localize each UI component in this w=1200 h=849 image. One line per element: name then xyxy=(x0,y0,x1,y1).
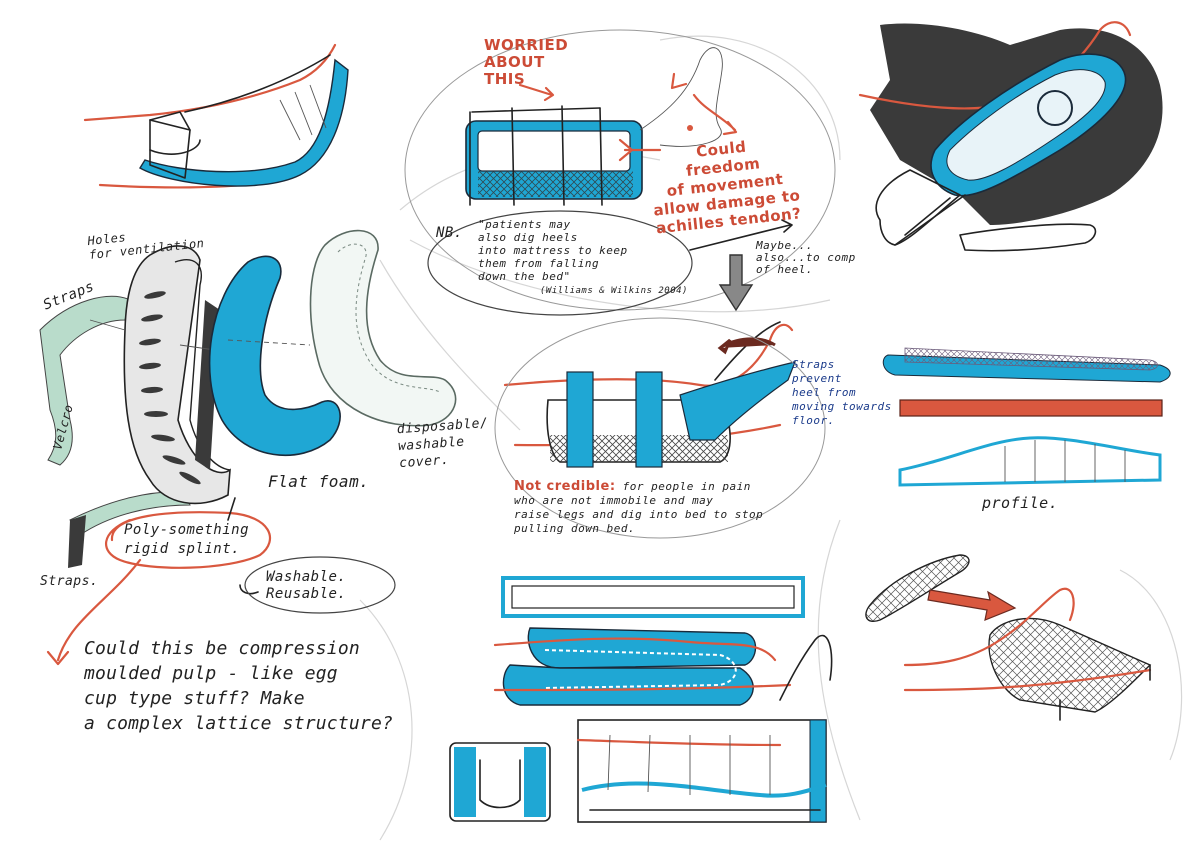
note-achilles-freedom: Could freedom of movement allow damage t… xyxy=(652,137,803,238)
splint-label-loop xyxy=(46,497,396,666)
strapped-leg-sketch xyxy=(494,317,826,539)
note-nb-label: NB. xyxy=(436,225,463,241)
note-straps-bottom: Straps. xyxy=(40,574,99,589)
nb-quote-bubble xyxy=(427,210,793,316)
lattice-mat-sketch xyxy=(865,554,1152,721)
note-compression-moulded: Could this be compression moulded pulp -… xyxy=(84,638,394,734)
note-straps-prevent: Straps prevent heel from moving towards … xyxy=(792,358,892,427)
foot-on-pad-sketch xyxy=(83,43,349,189)
shadowed-pad-sketch xyxy=(858,21,1163,252)
note-flat-foam: Flat foam. xyxy=(268,472,370,491)
note-not-credible: Not credible: for people in pain who are… xyxy=(514,480,914,536)
note-nb-citation: (Williams & Wilkins 2004) xyxy=(540,286,688,296)
rigid-splint-sketch xyxy=(39,245,231,568)
note-rigid-splint: Poly-something rigid splint. xyxy=(124,522,250,557)
layered-profile-sketch xyxy=(882,347,1171,487)
note-not-credible-text: for people in pain who are not immobile … xyxy=(514,480,764,535)
note-worried: WORRIED ABOUT THIS xyxy=(484,36,569,88)
note-washable-cover: disposable/ washable cover. xyxy=(396,415,489,472)
washable-cover-sketch xyxy=(309,229,457,427)
ventilation-holes xyxy=(139,291,201,485)
note-maybe: Maybe... also...to comp of heel. xyxy=(756,239,856,276)
note-washable-reusable: Washable. Reusable. xyxy=(266,569,347,602)
note-profile: profile. xyxy=(982,494,1059,512)
cross-section-sketches xyxy=(449,576,833,823)
heel-block-sketch xyxy=(404,29,836,311)
flat-foam-sketch xyxy=(208,255,341,457)
note-not-credible-label: Not credible: xyxy=(514,479,616,494)
down-arrow-icon xyxy=(718,254,754,312)
note-nb-quote: "patients may also dig heels into mattre… xyxy=(478,218,628,283)
